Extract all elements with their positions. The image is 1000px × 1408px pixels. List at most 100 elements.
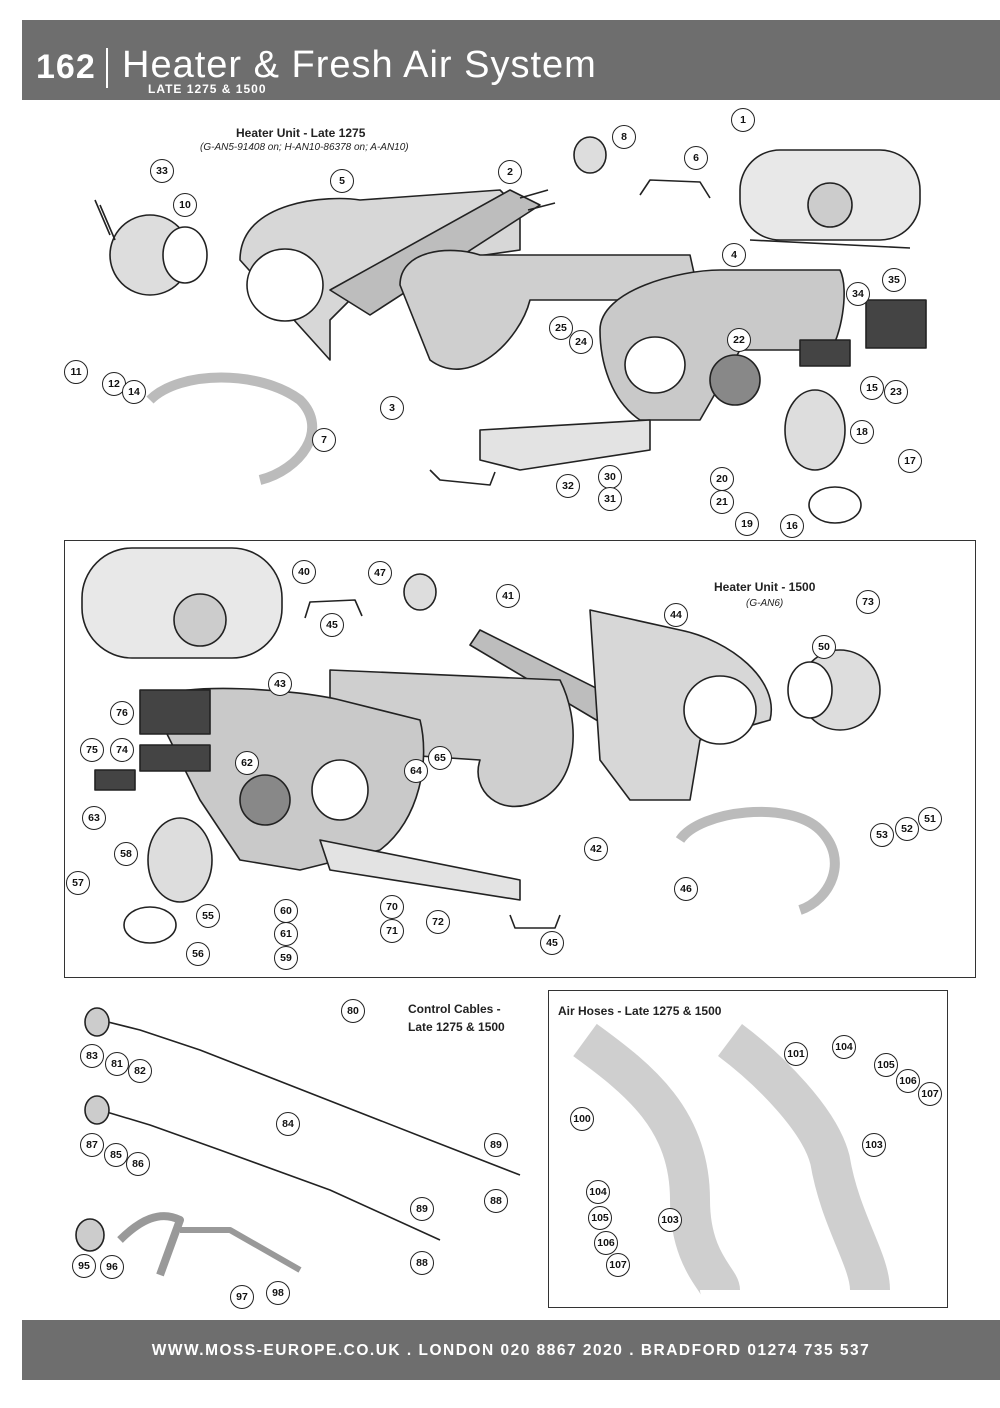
- callout-82: 82: [128, 1059, 152, 1083]
- heater-1275-title: Heater Unit - Late 1275: [236, 126, 366, 140]
- heater-1500-subtitle: (G-AN6): [746, 598, 784, 609]
- callout-15: 15: [860, 376, 884, 400]
- callout-11: 11: [64, 360, 88, 384]
- header-separator: [106, 48, 108, 88]
- callout-6: 6: [684, 146, 708, 170]
- callout-31: 31: [598, 487, 622, 511]
- callout-88: 88: [484, 1189, 508, 1213]
- callout-22: 22: [727, 328, 751, 352]
- callout-59: 59: [274, 946, 298, 970]
- air-hoses-frame: [548, 990, 948, 1308]
- callout-86: 86: [126, 1152, 150, 1176]
- callout-96: 96: [100, 1255, 124, 1279]
- callout-104: 104: [832, 1035, 856, 1059]
- callout-43: 43: [268, 672, 292, 696]
- callout-106b: 106: [594, 1231, 618, 1255]
- callout-104b: 104: [586, 1180, 610, 1204]
- callout-2: 2: [498, 160, 522, 184]
- callout-55: 55: [196, 904, 220, 928]
- heater-1275-subtitle: (G-AN5-91408 on; H-AN10-86378 on; A-AN10…: [200, 142, 409, 153]
- control-cables-title-2: Late 1275 & 1500: [408, 1020, 505, 1034]
- callout-45: 45: [320, 613, 344, 637]
- callout-18: 18: [850, 420, 874, 444]
- callout-64: 64: [404, 759, 428, 783]
- footer-contact-text: WWW.MOSS-EUROPE.CO.UK . LONDON 020 8867 …: [151, 1342, 871, 1359]
- callout-30: 30: [598, 465, 622, 489]
- callout-62: 62: [235, 751, 259, 775]
- heater-1500-frame: [64, 540, 976, 978]
- callout-46: 46: [674, 877, 698, 901]
- callout-73: 73: [856, 590, 880, 614]
- callout-8: 8: [612, 125, 636, 149]
- callout-47: 47: [368, 561, 392, 585]
- callout-14: 14: [122, 380, 146, 404]
- callout-87: 87: [80, 1133, 104, 1157]
- callout-85: 85: [104, 1143, 128, 1167]
- callout-25: 25: [549, 316, 573, 340]
- callout-106: 106: [896, 1069, 920, 1093]
- callout-17: 17: [898, 449, 922, 473]
- callout-63: 63: [82, 806, 106, 830]
- callout-20: 20: [710, 467, 734, 491]
- callout-44: 44: [664, 603, 688, 627]
- callout-95: 95: [72, 1254, 96, 1278]
- callout-61: 61: [274, 922, 298, 946]
- callout-7: 7: [312, 428, 336, 452]
- page-header-band: [22, 20, 1000, 100]
- callout-88b: 88: [410, 1251, 434, 1275]
- callout-50: 50: [812, 635, 836, 659]
- callout-32: 32: [556, 474, 580, 498]
- callout-83: 83: [80, 1044, 104, 1068]
- callout-75: 75: [80, 738, 104, 762]
- callout-58: 58: [114, 842, 138, 866]
- callout-65: 65: [428, 746, 452, 770]
- callout-51: 51: [918, 807, 942, 831]
- callout-98: 98: [266, 1281, 290, 1305]
- callout-89: 89: [484, 1133, 508, 1157]
- callout-84: 84: [276, 1112, 300, 1136]
- callout-60: 60: [274, 899, 298, 923]
- callout-105: 105: [874, 1053, 898, 1077]
- callout-57: 57: [66, 871, 90, 895]
- callout-23: 23: [884, 380, 908, 404]
- callout-56: 56: [186, 942, 210, 966]
- callout-5: 5: [330, 169, 354, 193]
- callout-100: 100: [570, 1107, 594, 1131]
- callout-41: 41: [496, 584, 520, 608]
- callout-105b: 105: [588, 1206, 612, 1230]
- callout-21: 21: [710, 490, 734, 514]
- callout-40: 40: [292, 560, 316, 584]
- callout-103b: 103: [658, 1208, 682, 1232]
- callout-4: 4: [722, 243, 746, 267]
- callout-89b: 89: [410, 1197, 434, 1221]
- callout-107: 107: [918, 1082, 942, 1106]
- callout-101: 101: [784, 1042, 808, 1066]
- callout-97: 97: [230, 1285, 254, 1309]
- control-cables-title-1: Control Cables -: [408, 1002, 501, 1016]
- air-hoses-title: Air Hoses - Late 1275 & 1500: [558, 1004, 722, 1018]
- callout-81: 81: [105, 1052, 129, 1076]
- page-footer-band: WWW.MOSS-EUROPE.CO.UK . LONDON 020 8867 …: [22, 1320, 1000, 1380]
- callout-19: 19: [735, 512, 759, 536]
- page-subtitle: LATE 1275 & 1500: [148, 82, 267, 96]
- callout-35: 35: [882, 268, 906, 292]
- heater-assembly-1275-drawing: [739, 149, 921, 249]
- callout-71: 71: [380, 919, 404, 943]
- callout-24: 24: [569, 330, 593, 354]
- callout-53: 53: [870, 823, 894, 847]
- page-number: 162: [36, 48, 96, 86]
- callout-76: 76: [110, 701, 134, 725]
- callout-74: 74: [110, 738, 134, 762]
- callout-80: 80: [341, 999, 365, 1023]
- callout-16: 16: [780, 514, 804, 538]
- callout-107b: 107: [606, 1253, 630, 1277]
- callout-42: 42: [584, 837, 608, 861]
- callout-1: 1: [731, 108, 755, 132]
- callout-103: 103: [862, 1133, 886, 1157]
- callout-33: 33: [150, 159, 174, 183]
- callout-72: 72: [426, 910, 450, 934]
- callout-3: 3: [380, 396, 404, 420]
- page-title: Heater & Fresh Air System: [122, 44, 597, 86]
- callout-45b: 45: [540, 931, 564, 955]
